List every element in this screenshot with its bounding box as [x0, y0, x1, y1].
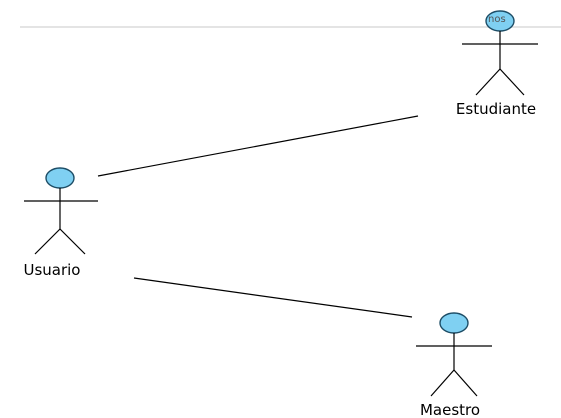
association-usuario-estudiante[interactable]	[97, 115, 419, 177]
actor-head	[439, 312, 469, 334]
actor-right-leg	[499, 68, 525, 96]
actor-label-maestro: Maestro	[420, 401, 480, 418]
actor-left-leg	[430, 369, 455, 397]
actor-right-leg	[453, 369, 478, 397]
actor-label-usuario: Usuario	[23, 261, 80, 279]
actor-usuario[interactable]: Usuario	[23, 167, 98, 279]
actor-maestro[interactable]: Maestro	[416, 312, 492, 418]
actor-left-leg	[34, 228, 61, 255]
actor-estudiante[interactable]: nos Estudiante	[456, 10, 538, 118]
actor-right-leg	[59, 228, 86, 255]
actor-head	[45, 167, 75, 189]
overlay-text: nos	[488, 14, 506, 25]
actor-left-leg	[475, 68, 501, 96]
actor-label-estudiante: Estudiante	[456, 100, 536, 118]
association-usuario-maestro[interactable]	[133, 277, 413, 318]
